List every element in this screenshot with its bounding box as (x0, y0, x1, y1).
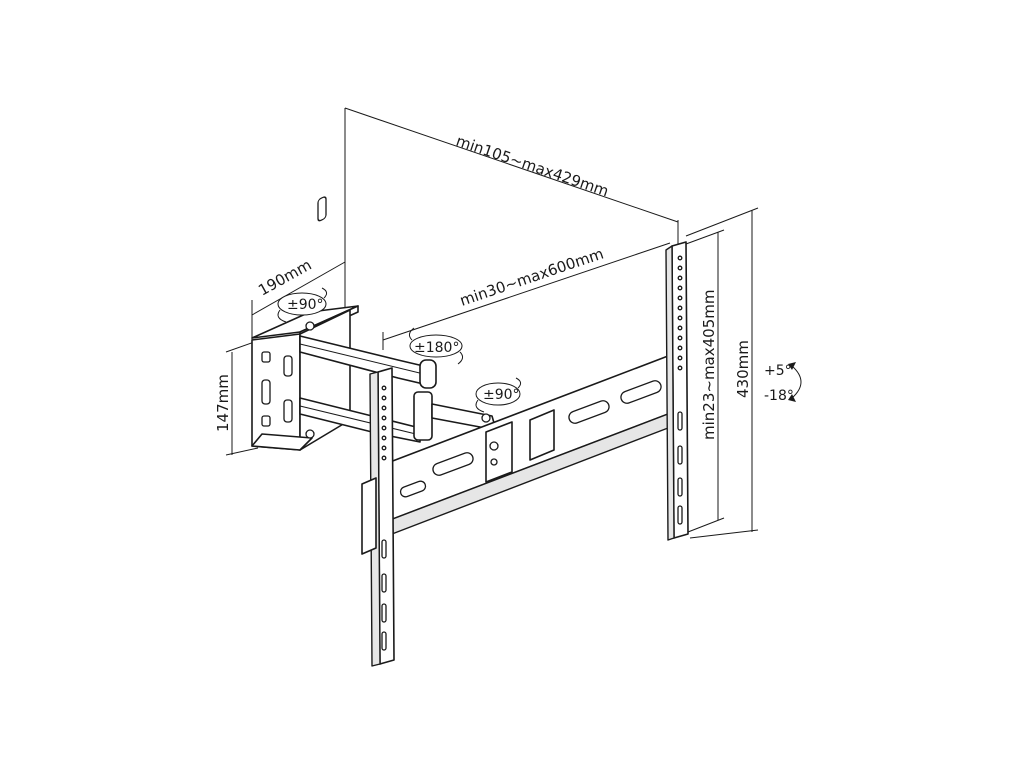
arm-swivel-badge: ±180° (408, 327, 464, 365)
wall-plate-height-label: 147mm (214, 374, 232, 432)
tilt-arrow-down-icon (788, 394, 796, 402)
head-swivel-badge: ±90° (475, 377, 522, 413)
horizontal-rail (389, 355, 669, 535)
vertical-bracket-left (361, 367, 395, 667)
arm-reach-label: min105~max429mm (454, 132, 611, 201)
arm-swivel-label: ±180° (414, 340, 459, 356)
tilt-up-label: +5° (764, 363, 792, 379)
right-bracket-holes (677, 255, 683, 525)
tilt-arc-icon (791, 365, 802, 399)
plate-span-dimension: min30~max600mm (382, 242, 671, 350)
bracket-height-label: 430mm (734, 340, 752, 398)
wall-swivel-label: ±90° (287, 297, 324, 313)
tilt-indicator: +5° -18° (764, 362, 802, 404)
arm-pivot (413, 359, 497, 441)
tilt-arrow-up-icon (788, 362, 796, 370)
plate-span-label: min30~max600mm (458, 244, 606, 309)
head-swivel-label: ±90° (483, 387, 520, 403)
vertical-adjust-label: min23~max405mm (700, 290, 718, 440)
vertical-bracket-right (665, 241, 689, 541)
wall-swivel-badge: ±90° (277, 287, 328, 323)
bracket-height-dimension: 430mm (685, 207, 759, 539)
left-bracket-holes (381, 385, 387, 651)
tilt-down-label: -18° (764, 388, 794, 404)
vertical-adjust-dimension: min23~max405mm (685, 229, 725, 533)
